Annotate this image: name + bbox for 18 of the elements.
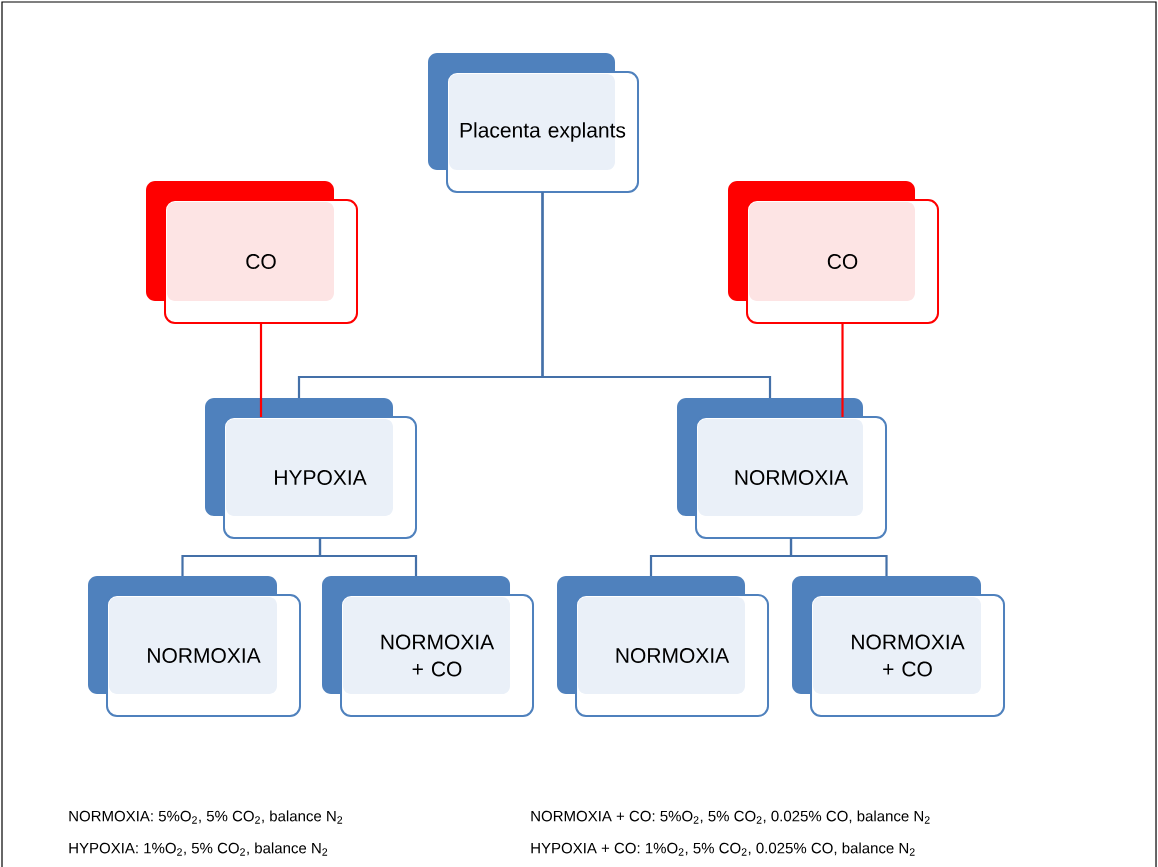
process-box: NORMOXIA (677, 398, 887, 539)
process-box: NORMOXIA + CO (322, 576, 534, 717)
connector-line (841, 323, 844, 417)
process-box: Placenta explants (428, 53, 639, 193)
footnote: HYPOXIA: 1%O$_{2}$, 5% CO$_{2}$, balance N$_{2}$ (69, 842, 328, 856)
footnote: HYPOXIA + CO: 1%O$_{2}$, 5% CO$_{2}$, 0.025% CO, balance N$_{2}$ (531, 842, 915, 856)
process-box: HYPOXIA (205, 398, 417, 539)
connector-line (541, 192, 772, 398)
process-box: CO (146, 181, 358, 324)
process-box: NORMOXIA + CO (792, 576, 1005, 717)
process-box: NORMOXIA (557, 576, 769, 717)
connector-line (259, 323, 263, 417)
process-box: NORMOXIA (88, 576, 301, 717)
footnote: NORMOXIA: 5%O$_{2}$, 5% CO$_{2}$, balance N$_{2}$ (69, 810, 343, 824)
connector-line (318, 538, 418, 576)
footnote: NORMOXIA + CO: 5%O$_{2}$, 5% CO$_{2}$, 0.025% CO, balance N$_{2}$ (531, 810, 930, 824)
connector-line (789, 538, 888, 576)
process-box: CO (728, 181, 939, 324)
